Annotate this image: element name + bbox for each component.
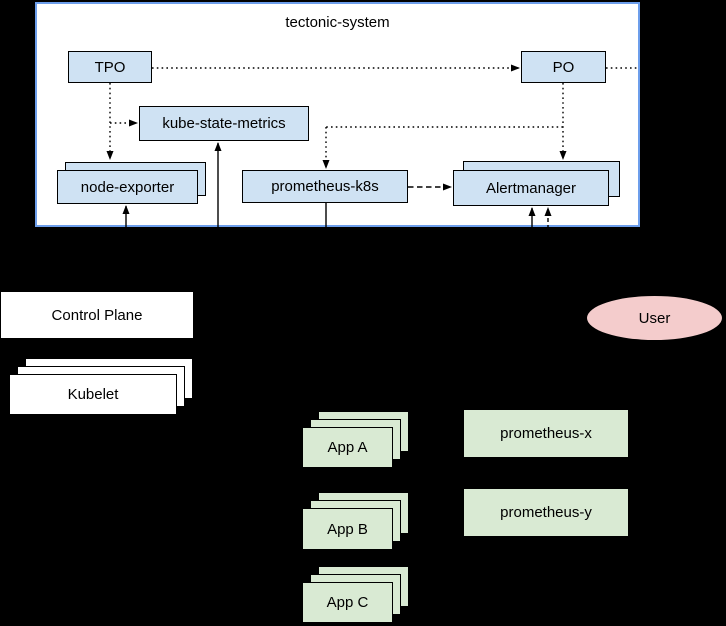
node-alertmanager-label: Alertmanager [485, 179, 577, 197]
node-po-label: PO [552, 58, 575, 76]
node-app-c-label: App C [326, 594, 369, 611]
node-user-label: User [638, 309, 671, 327]
node-app-a-label: App A [327, 439, 368, 456]
node-prometheus-k8s-label: prometheus-k8s [271, 178, 379, 195]
node-app-b-label: App B [327, 520, 368, 538]
node-prometheus-x-label: prometheus-x [500, 425, 592, 442]
node-prometheus-k8s: prometheus-k8s [242, 170, 408, 203]
node-node-exporter: node-exporter [57, 170, 198, 204]
node-alertmanager: Alertmanager [453, 170, 609, 206]
node-app-c: App C [302, 582, 393, 623]
node-prometheus-y: prometheus-y [463, 488, 629, 537]
node-prometheus-x: prometheus-x [463, 409, 629, 458]
node-control-plane: Control Plane [0, 291, 194, 339]
node-app-a: App A [302, 427, 393, 468]
node-kube-state-metrics: kube-state-metrics [139, 106, 309, 141]
node-po: PO [521, 51, 606, 83]
cluster-title: tectonic-system [285, 14, 390, 31]
node-control-plane-label: Control Plane [51, 306, 143, 324]
node-tpo-label: TPO [94, 58, 126, 76]
node-prometheus-y-label: prometheus-y [500, 504, 592, 521]
node-user: User [586, 295, 723, 341]
node-node-exporter-label: node-exporter [80, 178, 175, 196]
node-kubelet-label: Kubelet [67, 386, 119, 403]
node-kubelet: Kubelet [9, 374, 177, 415]
node-kube-state-metrics-label: kube-state-metrics [162, 115, 286, 132]
node-tpo: TPO [68, 51, 152, 83]
node-app-b: App B [302, 508, 393, 550]
